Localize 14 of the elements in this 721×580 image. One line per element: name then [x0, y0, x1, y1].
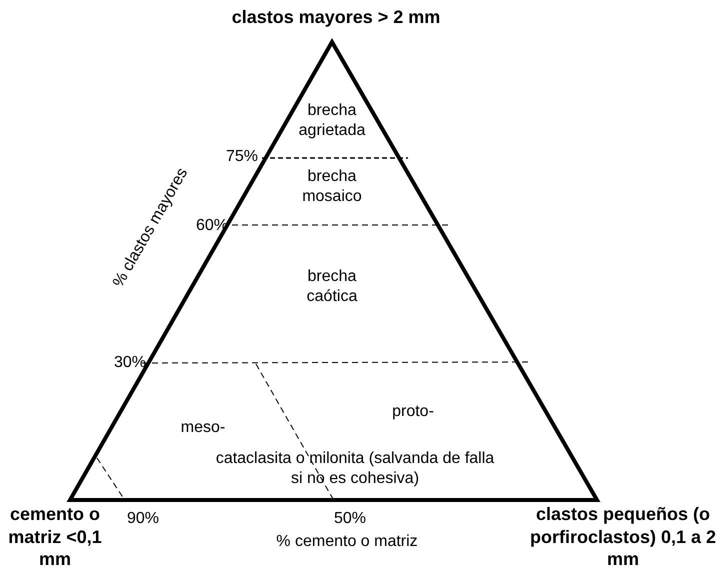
axis-label: % cemento o matriz — [275, 532, 419, 552]
tick-label: 50% — [332, 509, 368, 529]
vertex-label: clastos mayores > 2 mm — [230, 6, 442, 28]
tick-label: 75% — [224, 147, 258, 167]
vertex-label: cemento o matriz <0,1 mm — [7, 503, 103, 570]
zone-label: proto- — [391, 402, 435, 422]
zone-label: brecha caótica — [306, 267, 358, 307]
zone-label: brecha agrietada — [298, 101, 366, 141]
zone-label: cataclasita o milonita (salvanda de falla si no es cohesiva) — [214, 449, 496, 489]
tick-label: 30% — [112, 353, 146, 373]
tick-label: 90% — [126, 509, 160, 529]
zone-label: meso- — [180, 418, 226, 438]
vertex-label: clastos pequeños (o porfiroclastos) 0,1 a 2 mm — [528, 503, 718, 570]
zone-label: brecha mosaico — [301, 167, 363, 207]
